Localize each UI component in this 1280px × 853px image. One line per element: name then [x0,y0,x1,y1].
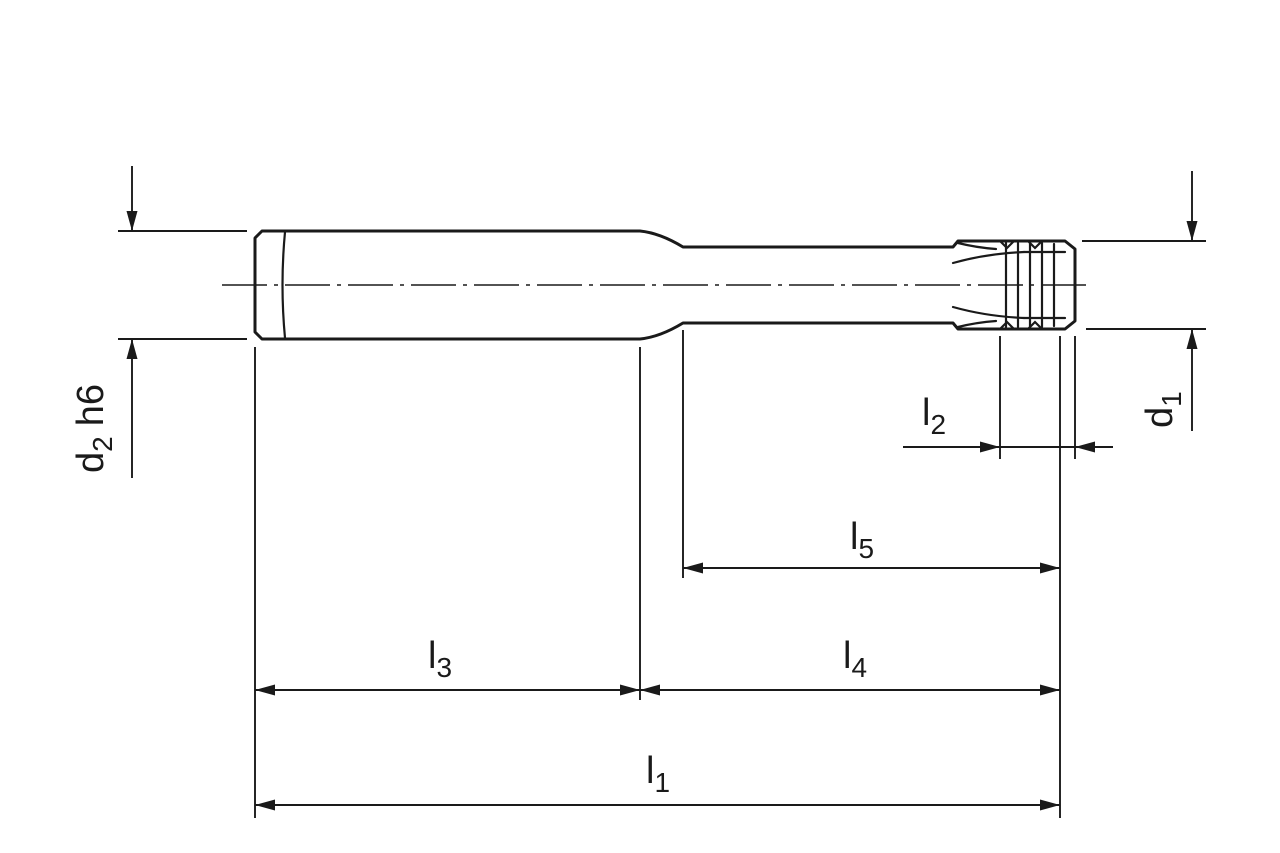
tooth-notch [1026,239,1044,250]
d1-arrow-down [1186,221,1198,241]
shank-end-line [281,230,287,340]
l1-arrow-left [255,799,275,811]
l4-arrow-left [640,684,660,696]
l3-arrow-right [620,684,640,696]
tooth-notch [998,320,1016,331]
l4-label: l4 [843,635,867,683]
flute-line [956,241,998,251]
l2-arrow-right [980,441,1000,453]
flute-line [956,319,998,329]
dimension-d1: d1 [1082,171,1206,431]
l3-label: l3 [428,635,452,683]
d2-arrow-down [126,211,138,231]
l1-label: l1 [646,750,670,798]
dimension-l2: l2 [903,336,1113,459]
l5-arrow-left [683,562,703,574]
d1-label: d1 [1139,391,1187,428]
l3-arrow-left [255,684,275,696]
l4-arrow-right [1040,684,1060,696]
l2-arrow-left [1075,441,1095,453]
l5-arrow-right [1040,562,1060,574]
dimension-l3: l3 [254,347,641,818]
dimension-l5: l5 [682,330,1060,578]
d2-label: d2h6 [70,384,118,473]
d1-arrow-up [1186,329,1198,349]
l5-label: l5 [850,516,874,564]
d2-arrow-up [126,339,138,359]
dimension-l4: l4 [640,336,1061,818]
dimension-l1: l1 [255,750,1060,811]
l2-label: l2 [922,392,946,440]
l1-arrow-right [1040,799,1060,811]
tooth-notch [998,239,1016,250]
dimension-d2: d2h6 [70,166,247,478]
tooth-notch [1026,320,1044,331]
